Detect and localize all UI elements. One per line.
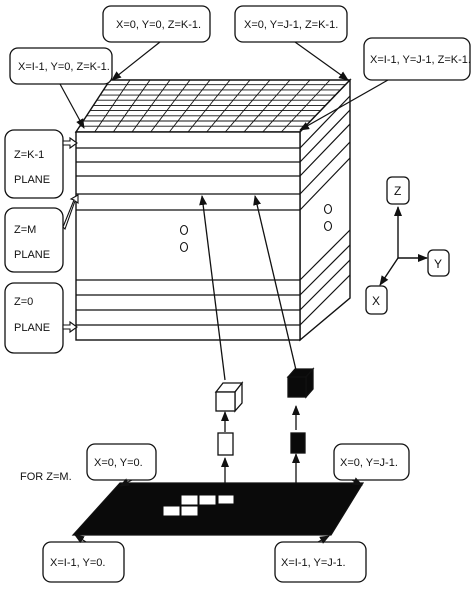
voxel-cube-white	[214, 381, 244, 413]
plane-bottom-line1: Z=0	[14, 296, 33, 308]
label-top-x-end: X=I-1, Y=0, Z=K-1.	[18, 61, 110, 73]
plane-mid-line2: PLANE	[14, 249, 50, 261]
label-top-far-corner: X=I-1, Y=J-1, Z=K-1.	[370, 54, 471, 66]
front-marker	[179, 224, 189, 236]
plane-top-pointer	[62, 136, 78, 150]
slice-plane-z-m	[71, 482, 365, 536]
plane-bottom-line2: PLANE	[14, 322, 50, 334]
side-marker	[323, 203, 333, 215]
plane-mid-pointer	[62, 194, 79, 231]
bottom-callouts	[42, 443, 410, 583]
label-slice-origin: X=0, Y=0.	[94, 457, 143, 469]
callout-box-top-origin	[102, 5, 211, 43]
top-face-grid	[79, 79, 346, 133]
front-marker	[179, 241, 189, 253]
axis-z-label: Z	[394, 184, 401, 198]
label-slice-x-end: X=I-1, Y=0.	[50, 557, 105, 569]
front-face-planes	[76, 147, 300, 326]
slice-highlight-pixels	[162, 494, 235, 517]
axis-y-box	[427, 249, 450, 277]
label-slice-far-corner: X=I-1, Y=J-1.	[281, 557, 346, 569]
plane-box-bottom	[4, 282, 64, 354]
plane-pointers	[62, 136, 79, 334]
axis-gizmo	[379, 206, 428, 286]
bottom-callout-arrows	[74, 477, 363, 544]
plane-top-line2: PLANE	[14, 174, 50, 186]
callout-box-slice-y-end	[333, 443, 410, 481]
plane-bottom-pointer	[62, 320, 78, 334]
callout-box-top-x-end	[9, 47, 113, 85]
callout-box-top-y-end	[234, 5, 348, 43]
plane-mid-line1: Z=M	[14, 224, 36, 236]
pixel-white	[217, 432, 234, 456]
axis-z-box	[386, 176, 410, 205]
label-slice-y-end: X=0, Y=J-1.	[340, 457, 398, 469]
pixel-black	[290, 432, 306, 454]
label-top-y-end: X=0, Y=J-1, Z=K-1.	[244, 19, 338, 31]
volume-markers	[179, 203, 333, 253]
plane-top-line1: Z=K-1	[14, 149, 44, 161]
voxel-cube-black	[286, 367, 315, 399]
volume-cube	[74, 78, 352, 342]
cube-front-face	[75, 131, 301, 341]
right-face-planes	[299, 95, 351, 326]
label-for-z: FOR Z=M.	[20, 471, 72, 483]
voxel-projection-arrows	[199, 195, 300, 490]
top-callouts	[9, 5, 471, 85]
label-top-origin: X=0, Y=0, Z=K-1.	[116, 19, 201, 31]
callout-box-top-far-corner	[363, 37, 471, 81]
axis-x-label: X	[372, 294, 380, 308]
axis-y-label: Y	[434, 257, 442, 271]
plane-callouts	[4, 129, 64, 354]
plane-box-top	[4, 129, 64, 199]
plane-box-mid	[4, 207, 64, 273]
side-marker	[323, 220, 333, 232]
axis-x-box	[365, 285, 388, 315]
top-callout-arrows	[59, 41, 389, 131]
